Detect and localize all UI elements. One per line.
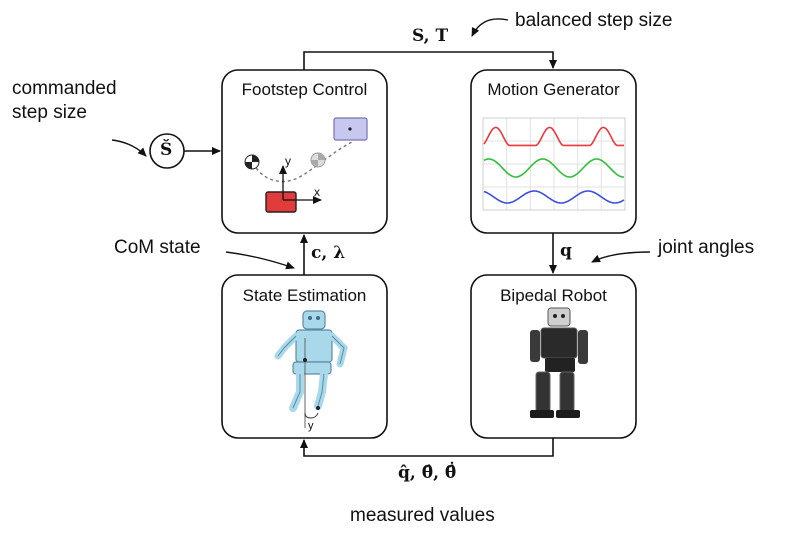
robot-head xyxy=(302,310,326,330)
foot-support xyxy=(265,191,297,213)
joint-label: q xyxy=(560,241,572,261)
footstep-illustration xyxy=(244,117,368,213)
se-y-axis-label: y xyxy=(308,420,314,432)
measured-label: q̂, θ̂, θ̂̇ xyxy=(398,463,457,483)
com-trajectory xyxy=(252,141,353,183)
com-state-label: c, λ xyxy=(311,243,346,263)
pointer-com-state xyxy=(225,251,295,270)
joint-angles-annotation: joint angles xyxy=(658,237,755,258)
arrow-step-output xyxy=(303,51,557,70)
robot-torso xyxy=(295,329,333,363)
fc-y-axis-label: y xyxy=(285,154,291,168)
footstep-control-title: Footstep Control xyxy=(241,80,368,99)
commanded-label-line2: step size xyxy=(12,102,87,123)
pointer-balanced-step xyxy=(471,18,509,37)
com-state-annotation: CoM state xyxy=(114,237,201,258)
measured-values-label: measured values xyxy=(350,505,495,526)
fc-x-axis-label: x xyxy=(314,185,320,199)
offset-brace xyxy=(304,412,319,419)
sine-series-bottom xyxy=(483,190,625,204)
pointer-commanded xyxy=(111,139,147,157)
commanded-step-symbol: Š xyxy=(160,140,173,160)
state-estimation-title: State Estimation xyxy=(242,286,367,305)
commanded-label-line1: commanded xyxy=(12,78,117,99)
motion-plot xyxy=(482,117,626,211)
sine-series-top xyxy=(483,126,624,147)
pointer-joint-angles xyxy=(591,251,651,263)
humanoid-figure xyxy=(274,310,348,428)
arrow-measured xyxy=(300,438,554,457)
bipedal-robot-title: Bipedal Robot xyxy=(500,286,607,305)
balanced-step-size-label: balanced step size xyxy=(515,10,673,31)
sine-series-mid xyxy=(483,158,624,178)
bipedal-robot-image xyxy=(530,307,588,418)
motion-generator-title: Motion Generator xyxy=(487,80,620,99)
step-output-label: S, T xyxy=(412,26,449,46)
